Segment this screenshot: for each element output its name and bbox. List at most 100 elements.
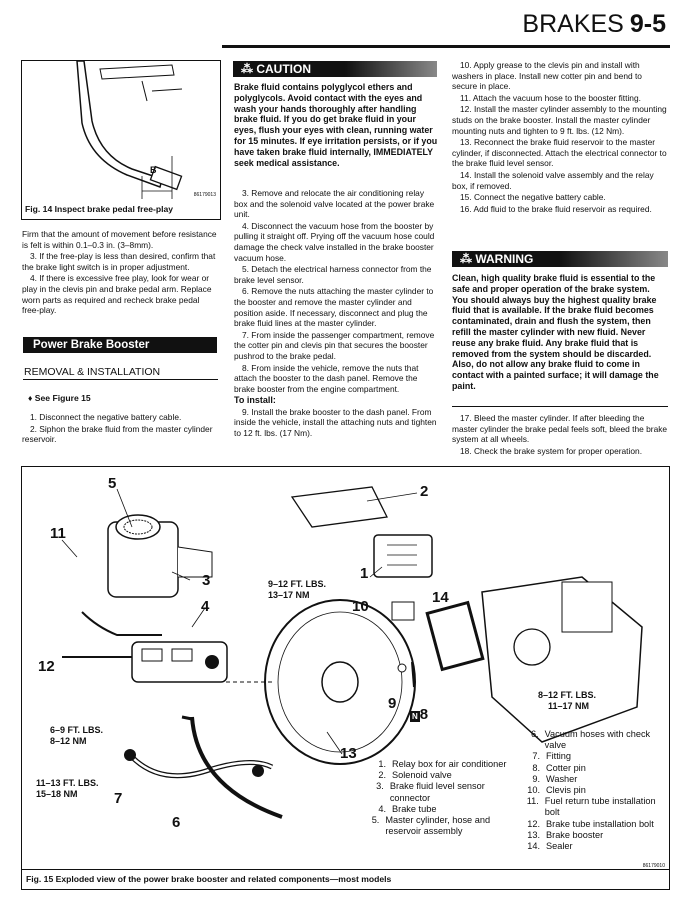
legend-num: 14. bbox=[527, 841, 540, 852]
left-para-3: 4. If there is excessive free play, look… bbox=[22, 273, 212, 316]
right-column-bottom: 17. Bleed the master cylinder. If after … bbox=[452, 413, 668, 457]
legend-num: 3. bbox=[376, 781, 384, 792]
torque-spec-1: 9–12 FT. LBS. 13–17 NM bbox=[268, 579, 326, 601]
left-para-1: Firm that the amount of movement before … bbox=[22, 229, 217, 250]
callout-5: 5 bbox=[108, 475, 117, 492]
torque-4-ftlbs: 11–13 FT. LBS. bbox=[36, 778, 99, 788]
torque-spec-2: 8–12 FT. LBS. 11–17 NM bbox=[538, 690, 596, 712]
legend-item: 1. Relay box for air conditioner bbox=[364, 759, 514, 770]
legend-text: Relay box for air conditioner bbox=[392, 759, 507, 769]
legend-num: 1. bbox=[378, 759, 386, 769]
legend-item: 9.Washer bbox=[518, 774, 666, 785]
fig14-label-b: B bbox=[150, 165, 157, 175]
see-figure: ♦ See Figure 15 bbox=[28, 393, 91, 403]
torque-1-nm: 13–17 NM bbox=[268, 590, 310, 600]
section-title: Power Brake Booster bbox=[33, 339, 150, 351]
warning-text: Clean, high quality brake fluid is essen… bbox=[452, 273, 659, 391]
fig14-box: B 86179013 Fig. 14 Inspect brake pedal f… bbox=[21, 60, 221, 220]
legend-num: 4. bbox=[378, 803, 386, 814]
page-number: 9-5 bbox=[629, 10, 666, 38]
torque-2-nm: 11–17 NM bbox=[548, 701, 590, 711]
to-install: To install: bbox=[234, 395, 276, 406]
step-2: 2. Siphon the brake fluid from the maste… bbox=[22, 423, 213, 445]
left-steps: 1. Disconnect the negative battery cable… bbox=[22, 412, 218, 446]
legend-text: Master cylinder, hose and reservoir asse… bbox=[385, 815, 491, 837]
left-para-2: 3. If the free-play is less than desired… bbox=[22, 251, 216, 272]
legend-item: 14. Sealer bbox=[518, 841, 666, 852]
warning-symbol: ⁂ bbox=[460, 252, 476, 266]
torque-1-ftlbs: 9–12 FT. LBS. bbox=[268, 579, 327, 589]
header-rule bbox=[222, 45, 670, 48]
legend-item: 10.Clevis pin bbox=[518, 785, 666, 796]
legend-num: 11. bbox=[526, 796, 539, 807]
caution-symbol: ⁂ bbox=[241, 62, 257, 76]
legend-num: 12. bbox=[527, 818, 540, 829]
left-column: Firm that the amount of movement before … bbox=[22, 229, 218, 317]
section-name: BRAKES bbox=[522, 10, 624, 38]
warning-title: WARNING bbox=[475, 252, 534, 266]
legend-text: Fuel return tube installation bolt bbox=[544, 796, 656, 818]
step-3: 3. Remove and relocate the air condition… bbox=[234, 188, 435, 220]
legend-text: Clevis pin bbox=[546, 785, 586, 796]
legend-item: 12. Brake tube installation bolt bbox=[518, 819, 666, 830]
caution-text: Brake fluid contains polyglycol ethers a… bbox=[234, 82, 438, 168]
torque-3-nm: 8–12 NM bbox=[50, 736, 87, 746]
callout-14: 14 bbox=[432, 589, 449, 606]
step-4: 4. Disconnect the vacuum hose from the b… bbox=[234, 220, 435, 263]
callout-6: 6 bbox=[172, 814, 181, 831]
step-15: 15. Connect the negative battery cable. bbox=[460, 192, 606, 203]
legend-num: 2. bbox=[378, 770, 386, 781]
fig15-caption: Fig. 15 Exploded view of the power brake… bbox=[26, 874, 392, 884]
callout-10: 10 bbox=[352, 598, 369, 615]
callout-11: 11 bbox=[50, 525, 66, 542]
legend-text: Solenoid valve bbox=[392, 770, 452, 781]
legend-item: 7.Fitting bbox=[518, 751, 666, 762]
step-9: 9. Install the brake booster to the dash… bbox=[234, 406, 437, 439]
new-part-icon: N bbox=[410, 711, 420, 722]
callout-13: 13 bbox=[340, 745, 357, 762]
legend-item: 5. Master cylinder, hose and reservoir as… bbox=[364, 815, 514, 837]
fig14-caption: Fig. 14 Inspect brake pedal free-play bbox=[25, 204, 174, 214]
legend-text: Brake fluid level sensor connector bbox=[389, 781, 485, 803]
legend-num: 7. bbox=[532, 751, 540, 762]
legend-num: 8. bbox=[532, 762, 540, 773]
legend-text: Vacuum hoses with check valve bbox=[544, 729, 651, 751]
callout-4: 4 bbox=[201, 598, 210, 615]
brake-booster-exploded-view bbox=[61, 486, 643, 819]
legend-right: 6. Vacuum hoses with check valve 7.Fittin… bbox=[518, 729, 666, 852]
see-figure-text: See Figure 15 bbox=[34, 393, 91, 403]
callout-12: 12 bbox=[38, 658, 55, 675]
legend-text: Washer bbox=[546, 773, 578, 784]
warning-heading: ⁂ WARNING bbox=[452, 251, 668, 267]
legend-text: Cotter pin bbox=[546, 762, 586, 773]
step-10: 10. Apply grease to the clevis pin and i… bbox=[452, 60, 642, 92]
legend-item: 13.Brake booster bbox=[518, 830, 666, 841]
legend-left: 1. Relay box for air conditioner 2. Soleno… bbox=[364, 759, 514, 837]
removal-installation-heading: REMOVAL & INSTALLATION bbox=[24, 366, 161, 378]
step-17: 17. Bleed the master cylinder. If after … bbox=[452, 413, 668, 445]
legend-text: Brake tube installation bolt bbox=[546, 818, 654, 829]
legend-num: 5. bbox=[371, 815, 380, 826]
legend-num: 6. bbox=[530, 729, 539, 739]
subsection-rule bbox=[23, 379, 218, 380]
power-brake-booster-heading: Power Brake Booster bbox=[23, 337, 217, 353]
step-13: 13. Reconnect the brake fluid reservoir … bbox=[452, 137, 667, 169]
fig15-code: 86179010 bbox=[642, 863, 665, 869]
step-18: 18. Check the brake system for proper op… bbox=[460, 445, 643, 456]
step-1: 1. Disconnect the negative battery cable… bbox=[30, 412, 182, 422]
fig14-code: 86179013 bbox=[193, 192, 216, 198]
right-column-top: 10. Apply grease to the clevis pin and i… bbox=[452, 60, 668, 215]
callout-9: 9 bbox=[388, 695, 397, 712]
callout-3: 3 bbox=[202, 572, 211, 589]
torque-2-ftlbs: 8–12 FT. LBS. bbox=[538, 690, 597, 700]
middle-column: 3. Remove and relocate the air condition… bbox=[234, 188, 438, 440]
caution-title: CAUTION bbox=[256, 62, 312, 76]
caution-heading: ⁂ CAUTION bbox=[233, 61, 437, 77]
torque-4-nm: 15–18 NM bbox=[36, 789, 78, 799]
legend-item: 4.Brake tube bbox=[364, 804, 514, 815]
callout-2: 2 bbox=[420, 483, 429, 500]
step-6: 6. Remove the nuts attaching the master … bbox=[234, 286, 434, 329]
legend-text: Sealer bbox=[546, 841, 573, 852]
fig15-caption-rule bbox=[22, 869, 669, 870]
